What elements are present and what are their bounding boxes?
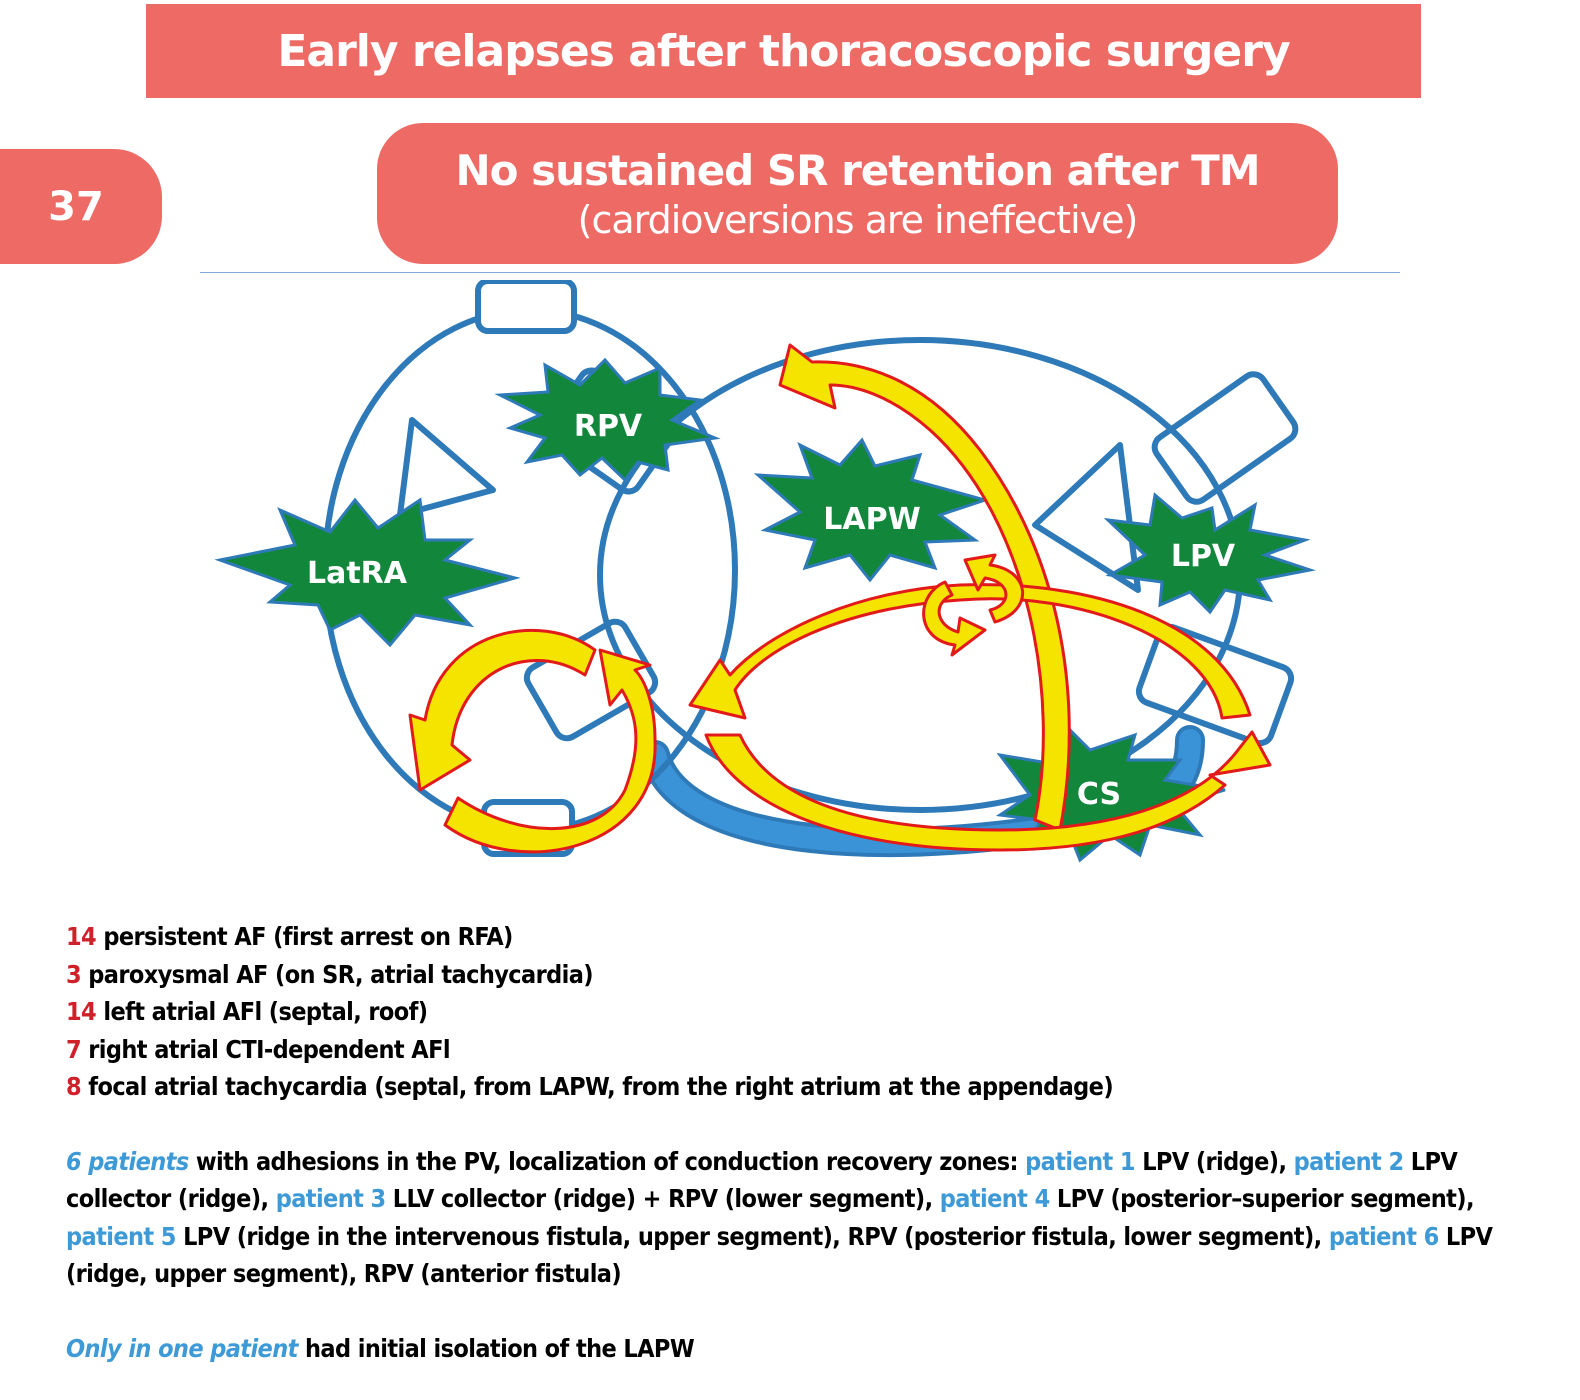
headline-box: No sustained SR retention after TM (card… [377, 123, 1338, 264]
footer-line: Only in one patient had initial isolatio… [66, 1333, 695, 1363]
finding-line: 3 paroxysmal AF (on SR, atrial tachycard… [66, 959, 594, 989]
headline-main: No sustained SR retention after TM [455, 145, 1260, 195]
lpv-lower-ostium [1135, 623, 1295, 747]
right-appendage-triangle [397, 417, 496, 518]
arrow-la-roof [778, 343, 1071, 832]
finding-line: 14 left atrial AFl (septal, roof) [66, 997, 428, 1026]
slide-title: Early relapses after thoracoscopic surge… [277, 25, 1290, 77]
findings-text: 14 persistent AF (first arrest on RFA) 3… [66, 918, 1556, 1367]
title-bar: Early relapses after thoracoscopic surge… [146, 4, 1421, 98]
count-value: 37 [48, 183, 104, 230]
count-badge: 37 [0, 149, 162, 264]
label-lapw: LAPW [823, 502, 920, 537]
adhesions-paragraph: 6 patients with adhesions in the PV, loc… [66, 1146, 1493, 1289]
headline-sub: (cardioversions are ineffective) [577, 197, 1139, 242]
star-lapw [753, 437, 991, 583]
finding-line: 8 focal atrial tachycardia (septal, from… [66, 1072, 1114, 1101]
arrow-swirl-lower [922, 580, 987, 657]
star-rpv [494, 357, 721, 483]
label-rpv: RPV [574, 409, 643, 444]
label-latra: LatRA [307, 556, 408, 591]
arrow-ra-loop-right [443, 648, 657, 854]
finding-line: 14 persistent AF (first arrest on RFA) [66, 922, 513, 951]
svc-ostium [475, 280, 577, 334]
star-latra [214, 497, 521, 648]
arrow-swirl-upper [963, 553, 1024, 624]
arrow-ra-loop-left [408, 629, 597, 792]
finding-line: 7 right atrial CTI-dependent AFl [66, 1034, 451, 1064]
lpv-upper-ostium [1151, 371, 1299, 505]
star-lpv [1103, 492, 1316, 615]
atria-diagram: RPV LatRA LAPW LPV CS [214, 280, 1316, 863]
label-cs: CS [1077, 777, 1121, 812]
label-lpv: LPV [1171, 539, 1236, 574]
divider [200, 272, 1400, 273]
arrow-la-loop [688, 583, 1252, 720]
left-appendage-triangle [1032, 442, 1141, 593]
arrow-cs [704, 730, 1272, 852]
